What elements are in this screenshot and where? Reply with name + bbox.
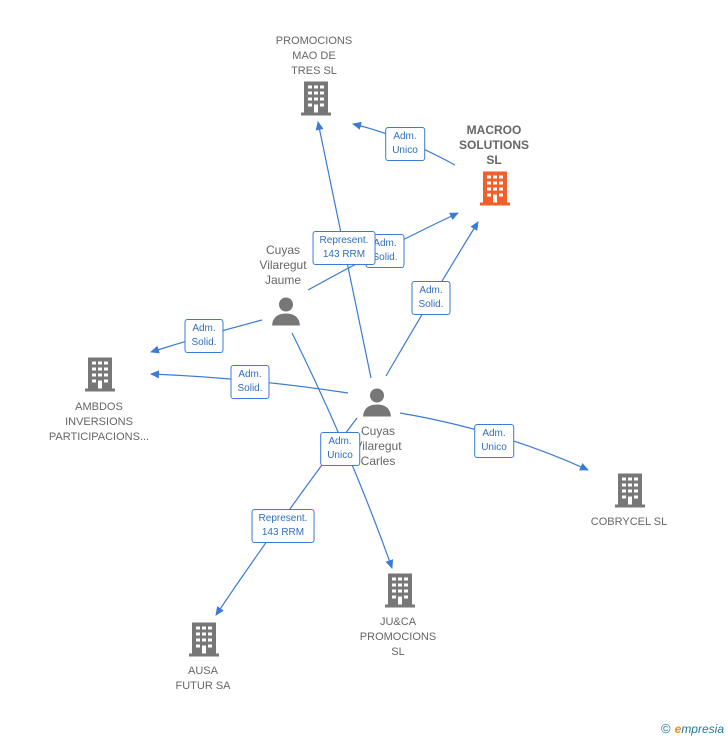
- edge-label-adm-unico: Adm. Unico: [385, 127, 425, 161]
- edge-label-adm-unico: Adm. Unico: [474, 424, 514, 458]
- building-icon[interactable]: [84, 356, 116, 397]
- edge-label-adm-solid: Adm. Solid.: [411, 281, 451, 315]
- node-label-ausa[interactable]: AUSA FUTUR SA: [175, 665, 231, 692]
- building-icon[interactable]: [188, 621, 220, 662]
- edge-label-adm-solid: Adm. Solid.: [184, 319, 224, 353]
- edge-label-adm-solid: Adm. Solid.: [230, 365, 270, 399]
- edge-label-represent: Represent. 143 RRM: [251, 509, 315, 543]
- edge-label-represent: Represent. 143 RRM: [312, 231, 376, 265]
- footer-brand: © empresia: [661, 721, 724, 736]
- person-icon[interactable]: [271, 296, 301, 331]
- building-icon[interactable]: [479, 170, 511, 211]
- node-label-promocions-mao[interactable]: PROMOCIONS MAO DE TRES SL: [275, 35, 353, 77]
- copyright-symbol: ©: [661, 721, 671, 736]
- brand-logo: empresia: [674, 721, 724, 736]
- node-label-juca[interactable]: JU&CA PROMOCIONS SL: [359, 616, 437, 658]
- building-icon[interactable]: [384, 572, 416, 613]
- person-icon[interactable]: [362, 387, 392, 422]
- node-label-ambdos[interactable]: AMBDOS INVERSIONS PARTICIPACIONS...: [48, 401, 150, 443]
- node-label-cuyas-carles[interactable]: Cuyas Vilaregut Carles: [354, 424, 402, 468]
- edge-label-adm-unico: Adm. Unico: [320, 432, 360, 466]
- building-icon[interactable]: [300, 80, 332, 121]
- node-label-macroo[interactable]: MACROO SOLUTIONS SL: [458, 123, 530, 167]
- node-label-cobrycel[interactable]: COBRYCEL SL: [590, 516, 668, 528]
- node-label-cuyas-jaume[interactable]: Cuyas Vilaregut Jaume: [259, 243, 307, 287]
- building-icon[interactable]: [614, 472, 646, 513]
